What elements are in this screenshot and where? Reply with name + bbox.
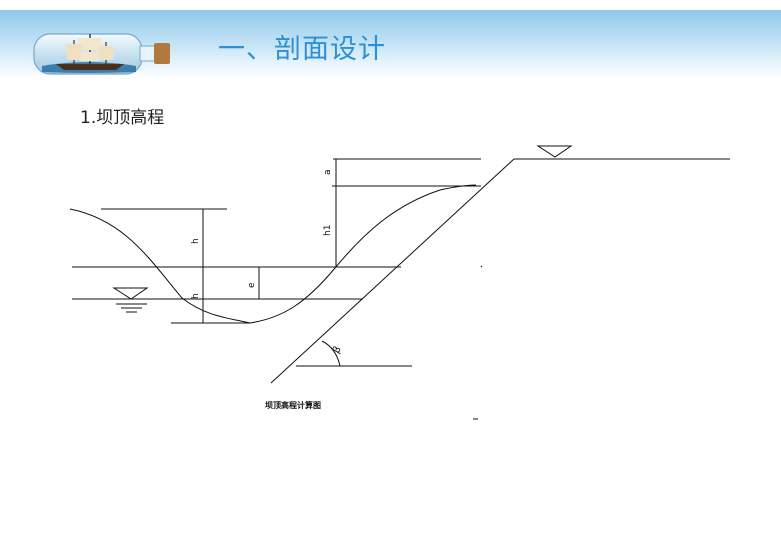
label-beta: β: [331, 344, 344, 355]
water-level-symbol-left: [112, 287, 149, 313]
page-title: 一、剖面设计: [218, 34, 386, 65]
bottle-ship-logo: [33, 33, 170, 75]
label-hp: h: [191, 293, 201, 299]
diagram-caption: 坝顶高程计算图: [265, 400, 321, 410]
label-e: e: [247, 282, 257, 288]
water-level-symbol-crest: [536, 145, 573, 158]
upstream-slope-line: [270, 158, 515, 384]
section-heading: 1.坝顶高程: [80, 108, 165, 128]
label-h: h: [191, 238, 201, 244]
sailing-ship-icon: [56, 34, 124, 70]
beta-arc: [321, 340, 341, 367]
wave-profile-curve: [69, 184, 477, 324]
dam-crest-elevation-diagram: a h1 h e h β 坝顶高程计算图: [69, 145, 730, 420]
label-h1: h1: [323, 225, 333, 236]
label-a: a: [323, 169, 333, 175]
